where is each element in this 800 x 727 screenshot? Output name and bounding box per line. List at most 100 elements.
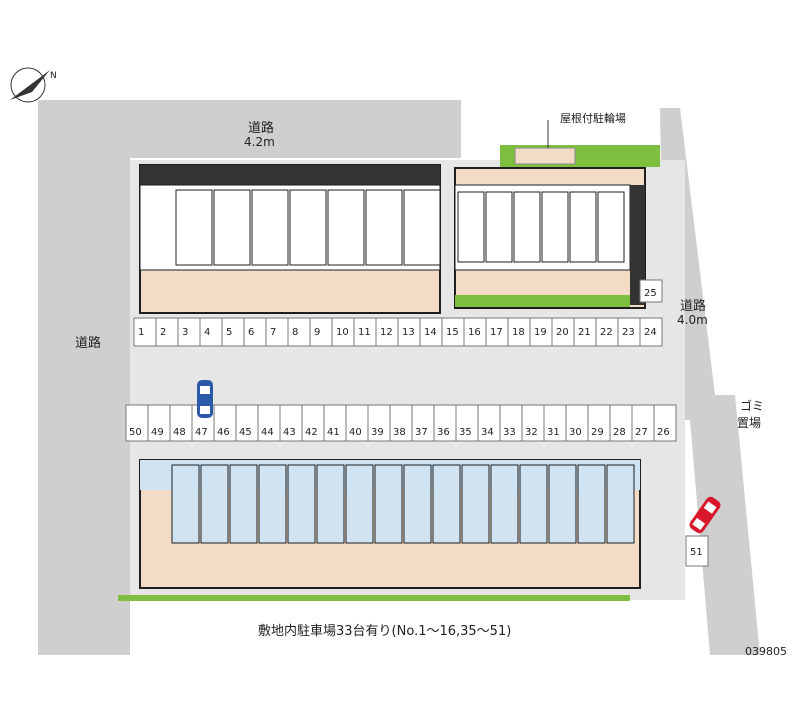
svg-text:N: N	[50, 71, 57, 81]
stall-label-4: 4	[204, 327, 210, 338]
map-caption: 敷地内駐車場33台有り(No.1～16,35～51)	[258, 623, 511, 639]
stall-label-20: 20	[556, 327, 569, 338]
apartment-unit	[345, 464, 374, 544]
stall-label-23: 23	[622, 327, 635, 338]
parking-stall-25	[639, 279, 663, 303]
stall-label-10: 10	[336, 327, 349, 338]
stall-label-13: 13	[402, 327, 415, 338]
stall-label-12: 12	[380, 327, 393, 338]
stall-label-36: 36	[437, 427, 450, 438]
stall-label-49: 49	[151, 427, 164, 438]
south-green	[118, 595, 630, 601]
north-building	[139, 164, 441, 314]
stall-label-14: 14	[424, 327, 437, 338]
blue-car	[197, 380, 213, 418]
stall-label-15: 15	[446, 327, 459, 338]
stall-label-27: 27	[635, 427, 648, 438]
stall-label-44: 44	[261, 427, 274, 438]
stall-label-2: 2	[160, 327, 166, 338]
stall-label-1: 1	[138, 327, 144, 338]
map-code: 039805	[745, 645, 787, 658]
stall-label-7: 7	[270, 327, 276, 338]
stall-label-37: 37	[415, 427, 428, 438]
apartment-unit	[327, 189, 365, 266]
stall-label-21: 21	[578, 327, 591, 338]
road-north-name: 道路	[248, 120, 274, 136]
road-east-width: 4.0m	[677, 313, 708, 327]
apartment-unit	[175, 189, 213, 266]
apartment-unit	[577, 464, 606, 544]
apartment-unit	[548, 464, 577, 544]
stall-label-48: 48	[173, 427, 186, 438]
apartment-unit	[200, 464, 229, 544]
south-building	[139, 459, 641, 589]
stall-label-39: 39	[371, 427, 384, 438]
parking-stall-26	[653, 404, 677, 442]
green-strip	[455, 295, 630, 307]
apartment-unit	[316, 464, 345, 544]
apartment-unit	[365, 189, 403, 266]
stall-label-16: 16	[468, 327, 481, 338]
apartment-unit	[287, 464, 316, 544]
stall-label-24: 24	[644, 327, 657, 338]
stall-label-30: 30	[569, 427, 582, 438]
stall-label-18: 18	[512, 327, 525, 338]
stall-label-5: 5	[226, 327, 232, 338]
stall-label-9: 9	[314, 327, 320, 338]
apartment-unit	[569, 191, 597, 263]
stall-label-33: 33	[503, 427, 516, 438]
road-west	[38, 100, 130, 655]
apartment-unit	[289, 189, 327, 266]
apartment-unit	[513, 191, 541, 263]
apartment-unit	[403, 189, 441, 266]
apartment-unit	[485, 191, 513, 263]
stall-label-19: 19	[534, 327, 547, 338]
stall-label-51: 51	[690, 547, 703, 558]
stall-label-47: 47	[195, 427, 208, 438]
apartment-unit	[432, 464, 461, 544]
stall-label-6: 6	[248, 327, 254, 338]
stall-label-42: 42	[305, 427, 318, 438]
apartment-unit	[461, 464, 490, 544]
stall-label-17: 17	[490, 327, 503, 338]
apartment-unit	[606, 464, 635, 544]
garbage-label-line1: ゴミ	[740, 398, 764, 413]
apartment-unit	[519, 464, 548, 544]
apartment-unit	[403, 464, 432, 544]
stall-label-43: 43	[283, 427, 296, 438]
stall-label-31: 31	[547, 427, 560, 438]
stall-label-29: 29	[591, 427, 604, 438]
parking-stall-51	[685, 535, 709, 567]
red-car	[689, 496, 721, 534]
apartment-unit	[490, 464, 519, 544]
stall-label-35: 35	[459, 427, 472, 438]
stall-label-34: 34	[481, 427, 494, 438]
stall-label-32: 32	[525, 427, 538, 438]
stall-label-28: 28	[613, 427, 626, 438]
stall-label-50: 50	[129, 427, 142, 438]
stall-label-26: 26	[657, 427, 670, 438]
stall-label-25: 25	[644, 288, 657, 299]
garbage-label-line2: 置場	[737, 416, 761, 430]
apartment-unit	[541, 191, 569, 263]
stall-label-40: 40	[349, 427, 362, 438]
apartment-unit	[597, 191, 625, 263]
stall-label-22: 22	[600, 327, 613, 338]
stall-label-45: 45	[239, 427, 252, 438]
stall-label-11: 11	[358, 327, 371, 338]
road-north	[38, 100, 461, 158]
road-west-name: 道路	[75, 335, 101, 351]
stall-label-46: 46	[217, 427, 230, 438]
parking-stall-24	[639, 317, 663, 347]
road-north-width: 4.2m	[244, 135, 275, 149]
bike-parking-label: 屋根付駐輪場	[560, 111, 626, 125]
apartment-unit	[171, 464, 200, 544]
stall-label-41: 41	[327, 427, 340, 438]
stall-label-3: 3	[182, 327, 188, 338]
apartment-unit	[213, 189, 251, 266]
apartment-unit	[229, 464, 258, 544]
stall-label-8: 8	[292, 327, 298, 338]
apartment-unit	[258, 464, 287, 544]
apartment-unit	[374, 464, 403, 544]
